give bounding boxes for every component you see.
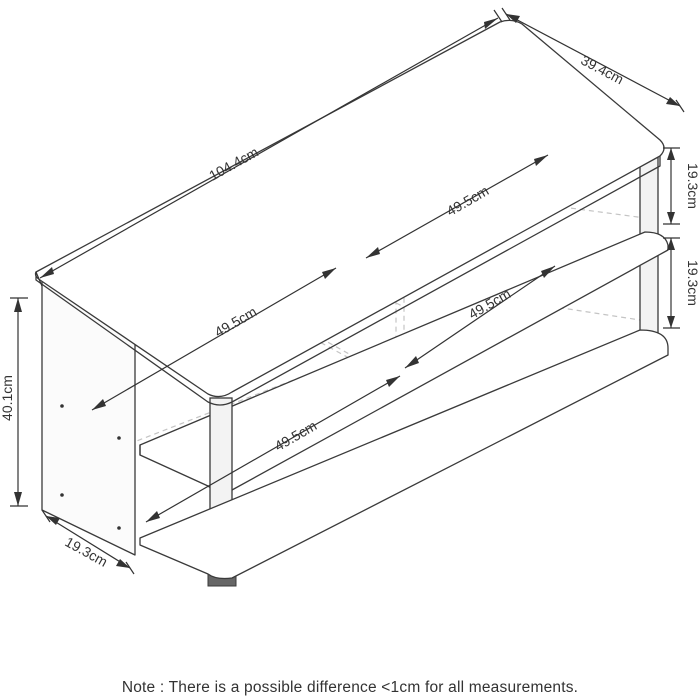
dimension-top-clearance: 19.3cm xyxy=(663,147,700,225)
dimension-middle-clearance: 19.3cm xyxy=(663,237,700,329)
top-shelf xyxy=(34,19,665,398)
top-clearance-label: 19.3cm xyxy=(685,163,700,209)
right-back-upper-leg xyxy=(639,155,659,235)
height-label: 40.1cm xyxy=(0,375,15,421)
measurement-note: Note : There is a possible difference <1… xyxy=(121,679,579,696)
middle-clearance-label: 19.3cm xyxy=(685,260,700,306)
dimension-height: 40.1cm xyxy=(0,297,28,507)
lower-shelf xyxy=(139,329,669,580)
tv-stand-illustration xyxy=(34,19,669,587)
